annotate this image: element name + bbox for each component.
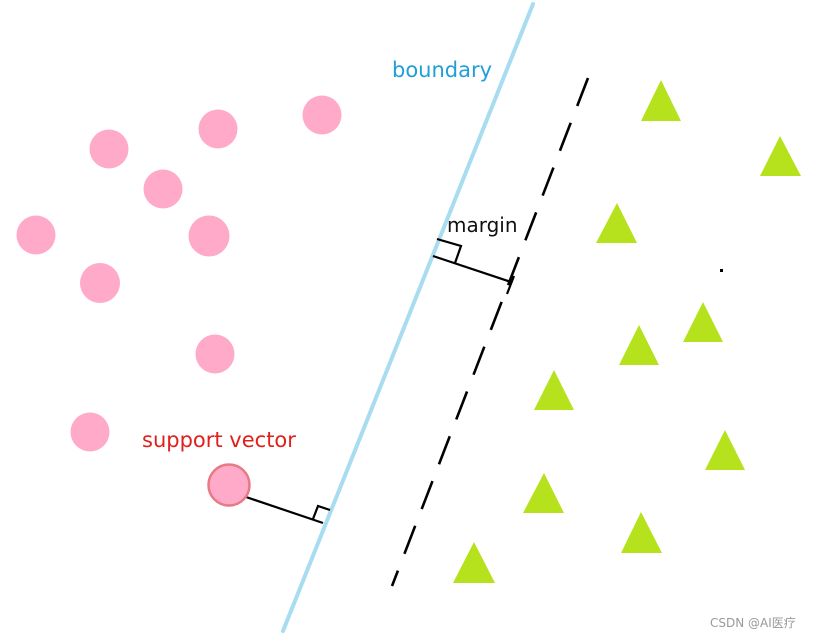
- class-b-point: [619, 325, 659, 365]
- margin-label: margin: [447, 213, 518, 237]
- support-vector-point: [207, 463, 251, 507]
- margin-measure: [432, 237, 516, 295]
- margin-measure-line: [432, 254, 512, 284]
- margin-right-angle: [436, 237, 463, 264]
- margin-dashed-line: [390, 77, 590, 587]
- class-a-point: [70, 412, 110, 452]
- class-b-point: [534, 370, 574, 410]
- class-a-circles: [16, 95, 342, 452]
- class-a-point: [195, 334, 235, 374]
- support-vector-distance-line: [245, 495, 324, 525]
- class-b-point: [760, 136, 801, 176]
- margin-measure-endcap: [505, 275, 516, 295]
- class-b-point: [596, 203, 637, 243]
- class-a-point: [188, 215, 230, 257]
- class-b-point: [453, 542, 495, 583]
- class-a-point: [89, 129, 129, 169]
- class-b-point: [523, 473, 564, 513]
- stray-dot: [720, 269, 723, 272]
- support-vector-right-angle: [311, 504, 331, 520]
- support-vector-label: support vector: [142, 428, 296, 452]
- decision-boundary-line: [281, 2, 535, 633]
- class-a-point: [80, 263, 120, 303]
- class-b-point: [683, 302, 723, 342]
- class-b-point: [705, 430, 745, 470]
- class-a-point: [143, 169, 183, 209]
- support-vector-distance: [245, 495, 331, 525]
- class-b-point: [621, 512, 662, 553]
- class-b-point: [641, 80, 681, 121]
- class-a-point: [16, 215, 56, 255]
- watermark-label: CSDN @AI医疗: [710, 616, 796, 630]
- class-b-triangles: [453, 80, 801, 583]
- class-a-point: [302, 95, 342, 135]
- class-a-point: [198, 109, 238, 149]
- boundary-label: boundary: [392, 58, 492, 82]
